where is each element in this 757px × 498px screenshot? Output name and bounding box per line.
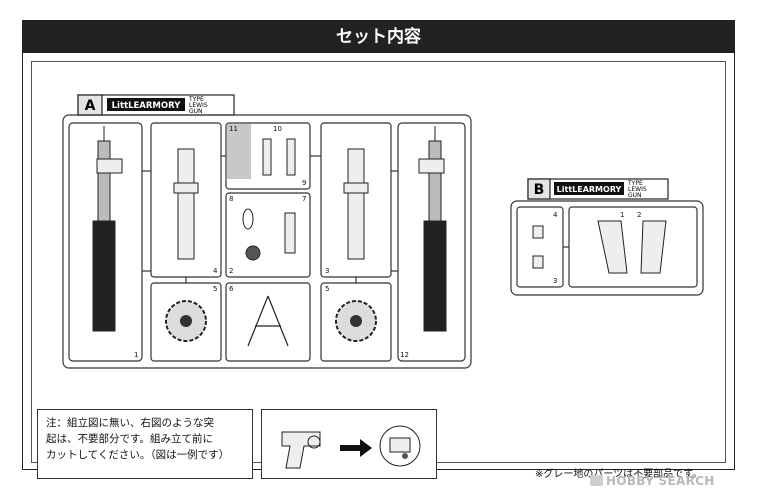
runner-b-frame [510,200,704,296]
gun-body-left-part [92,126,123,332]
part-number: 5 [213,285,217,293]
gun-body-right-part [418,126,447,332]
note-line: 注：組立図に無い、右図のような突 [46,417,214,429]
note-line: カットしてください。（図は一例です） [46,449,230,461]
part-number: 2 [229,267,233,275]
note-line: 起は、不要部分です。組み立て前に [46,433,213,445]
drum-magazine-right [335,300,377,342]
runner-a-type-2: LEWIS [189,102,208,109]
parts-drawing: A LittLEARMORY TYPE LEWIS GUN [62,94,704,369]
part-number: 1 [620,211,624,219]
drum-magazine-left [165,300,207,342]
runner-a-label: A LittLEARMORY TYPE LEWIS GUN [77,94,235,116]
assembly-note: 注：組立図に無い、右図のような突 起は、不要部分です。組み立て前に カットしてく… [37,409,253,479]
part-number: 3 [325,267,329,275]
part-number: 10 [273,125,282,133]
runner-a-letter: A [85,98,96,114]
runner-b-type-1: TYPE [627,180,643,187]
watermark: HOBBY SEARCH [590,474,715,488]
runner-b-label: B LittLEARMORY TYPE LEWIS GUN [527,178,669,200]
arrow-right-icon [340,439,372,457]
runner-b-logo: LittLEARMORY [557,185,622,194]
runner-a-type-3: GUN [189,108,203,115]
column-part-right [343,148,369,260]
part-number: 4 [553,211,558,219]
watermark-text: HOBBY SEARCH [606,474,715,488]
part-number: 4 [213,267,218,275]
part-number: 2 [637,211,641,219]
grey-parts-note: ※グレー地のパーツは不要部品です。 [535,469,703,480]
ring-sight-part [242,208,261,261]
trim-example-illustration [261,409,437,479]
part-number: 7 [302,195,306,203]
column-part-left [173,148,199,260]
part-number: 9 [302,179,306,187]
hobby-search-logo-icon [590,475,603,486]
part-number: 11 [229,125,238,133]
runner-a-type-1: TYPE [188,96,204,103]
grip-panels-part [532,220,667,274]
instruction-sheet: セット内容 A LittLEARMORY TYPE LEWIS GUN [22,20,735,480]
part-number: 3 [553,277,557,285]
part-number: 1 [134,351,138,359]
grip-part [262,138,296,254]
runner-b-letter: B [534,182,545,198]
part-number: 12 [400,351,409,359]
section-title: セット内容 [23,21,734,53]
part-number: 5 [325,285,329,293]
trim-example-drawing [281,425,421,469]
runner-b-type-3: GUN [628,192,642,199]
runner-b-type-2: LEWIS [628,186,647,193]
runner-a-frame [62,114,472,369]
runner-a-logo: LittLEARMORY [112,101,182,111]
part-number: 8 [229,195,233,203]
bipod-part [247,295,289,347]
unused-part-area [227,124,251,179]
part-number: 6 [229,285,234,293]
